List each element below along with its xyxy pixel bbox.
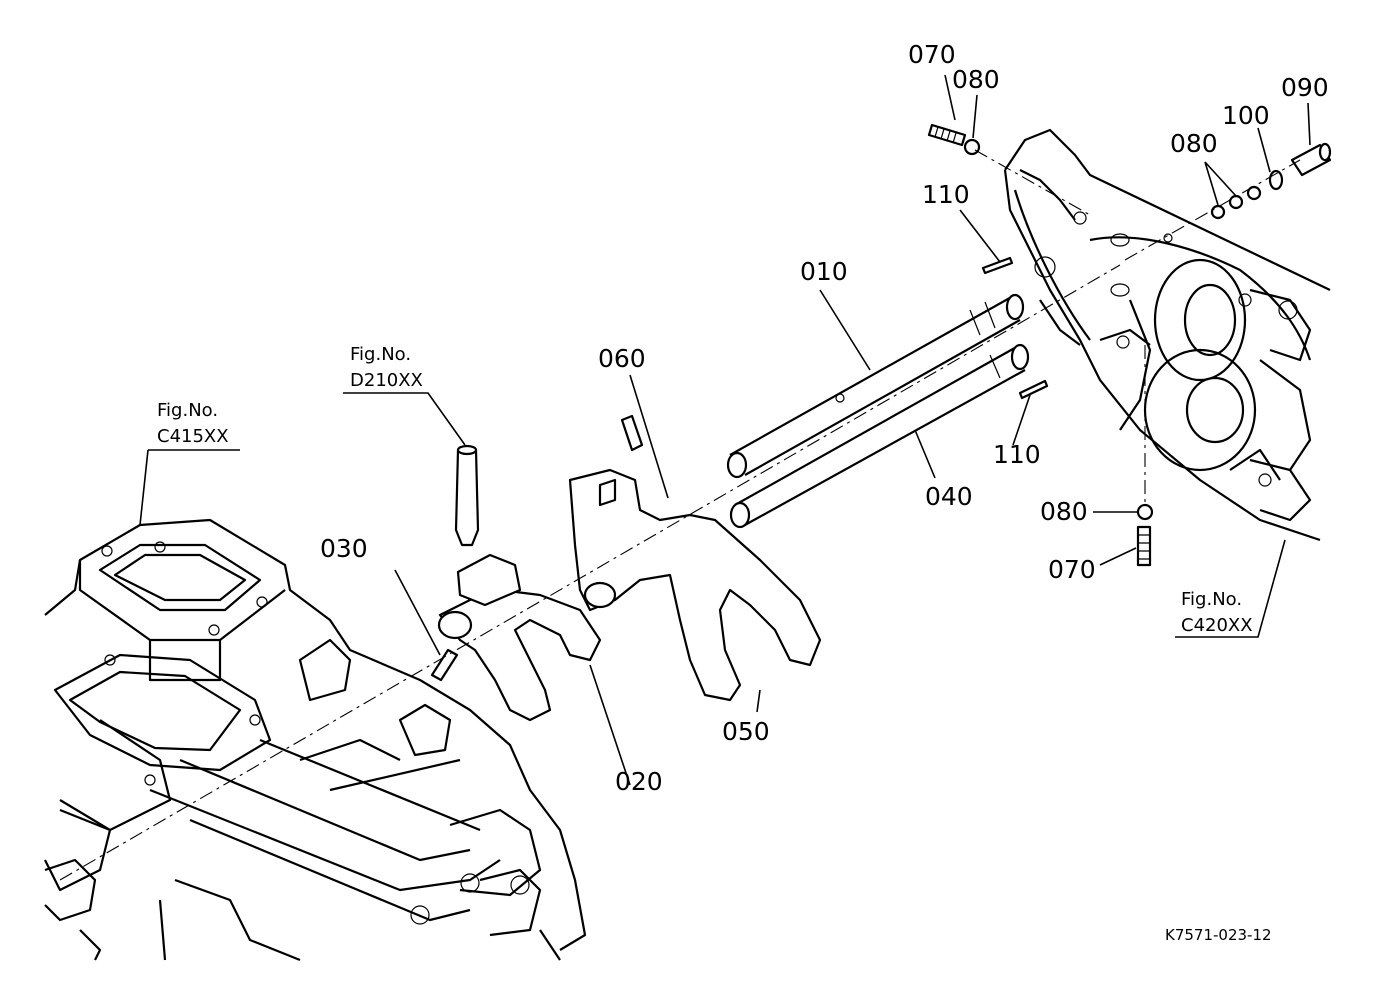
part-label-020: 020 [615, 767, 663, 796]
transmission-case-drawing [44, 518, 587, 962]
figure-references: Fig.No. C415XX Fig.No. D210XX Fig.No. C4… [157, 344, 1253, 636]
part-label-100: 100 [1222, 101, 1270, 130]
part-label-110-lower: 110 [993, 440, 1041, 469]
part-label-110-upper: 110 [922, 180, 970, 209]
small-parts-drawing [430, 123, 1332, 682]
assembly-center-lines [59, 149, 1301, 881]
side-cover-plate-drawing [1003, 128, 1331, 542]
ref-c420-line1: Fig.No. [1181, 589, 1242, 610]
shift-shafts-drawing [726, 293, 1030, 529]
ref-c415-line2: C415XX [157, 426, 229, 447]
part-label-090: 090 [1281, 73, 1329, 102]
part-label-080-upper: 080 [952, 65, 1000, 94]
ref-d210-line1: Fig.No. [350, 344, 411, 365]
part-label-070-upper: 070 [908, 40, 956, 69]
ref-c420-line2: C420XX [1181, 615, 1253, 636]
part-label-060: 060 [598, 344, 646, 373]
part-label-040: 040 [925, 482, 973, 511]
leader-lines [139, 74, 1311, 786]
ref-c415-line1: Fig.No. [157, 400, 218, 421]
part-label-050: 050 [722, 717, 770, 746]
part-label-010: 010 [800, 257, 848, 286]
part-label-080-balls: 080 [1170, 129, 1218, 158]
part-number-labels: 010 020 030 040 050 060 070 070 080 080 … [320, 40, 1329, 796]
part-label-080-lower: 080 [1040, 497, 1088, 526]
drawing-code: K7571-023-12 [1165, 926, 1272, 944]
part-label-030: 030 [320, 534, 368, 563]
ref-d210-line2: D210XX [350, 370, 423, 391]
shift-fork-020-drawing [437, 553, 602, 722]
shift-fork-050-drawing [568, 468, 822, 702]
part-label-070-lower: 070 [1048, 555, 1096, 584]
